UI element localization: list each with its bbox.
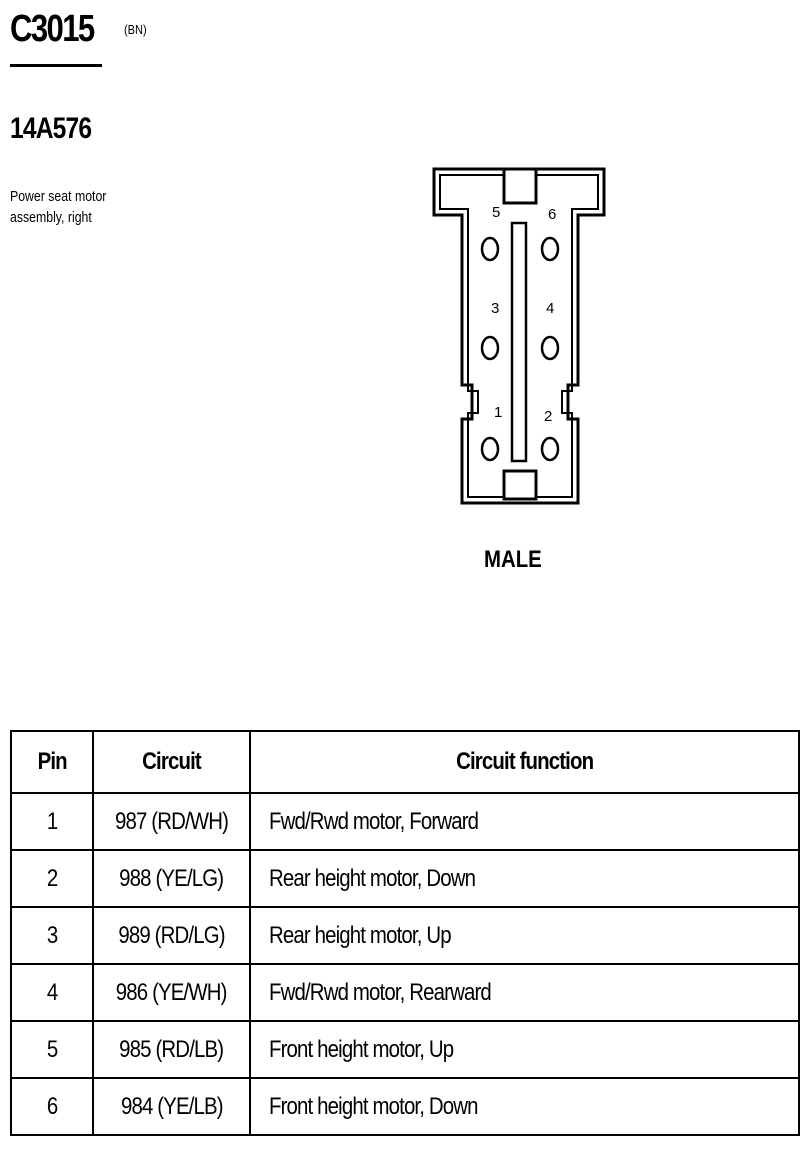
row-function: Front height motor, Up	[249, 1020, 800, 1079]
pin-label-6: 6	[548, 206, 556, 223]
row-function: Rear height motor, Down	[249, 849, 800, 908]
pin-label-1: 1	[494, 404, 502, 421]
title-underline	[10, 64, 102, 67]
row-pin: 5	[10, 1020, 94, 1079]
pin-label-3: 3	[491, 300, 499, 317]
connector-face-diagram: 5 6 3 4 1 2	[432, 167, 606, 505]
row-circuit: 989 (RD/LG)	[92, 906, 251, 965]
table-header-row: Pin Circuit Circuit function	[10, 730, 800, 794]
row-circuit: 988 (YE/LG)	[92, 849, 251, 908]
row-circuit: 985 (RD/LB)	[92, 1020, 251, 1079]
pin-2-socket	[540, 436, 560, 462]
table-row: 1 987 (RD/WH) Fwd/Rwd motor, Forward	[10, 792, 800, 851]
row-pin: 3	[10, 906, 94, 965]
connector-outer-shell	[432, 167, 606, 505]
connector-gender-label: MALE	[484, 546, 542, 573]
pin-label-4: 4	[546, 300, 554, 317]
header-circuit: Circuit	[92, 730, 251, 794]
row-pin: 2	[10, 849, 94, 908]
row-circuit: 987 (RD/WH)	[92, 792, 251, 851]
row-circuit: 984 (YE/LB)	[92, 1077, 251, 1136]
pin-1-socket	[480, 436, 500, 462]
row-function: Fwd/Rwd motor, Forward	[249, 792, 800, 851]
row-pin: 6	[10, 1077, 94, 1136]
row-function: Front height motor, Down	[249, 1077, 800, 1136]
row-pin: 1	[10, 792, 94, 851]
pin-4-socket	[540, 335, 560, 361]
bottom-latch-key	[502, 469, 538, 501]
table-row: 5 985 (RD/LB) Front height motor, Up	[10, 1020, 800, 1079]
table-row: 6 984 (YE/LB) Front height motor, Down	[10, 1077, 800, 1136]
row-pin: 4	[10, 963, 94, 1022]
top-latch-key	[502, 167, 538, 205]
pin-5-socket	[480, 236, 500, 262]
pin-label-2: 2	[544, 408, 552, 425]
row-function: Fwd/Rwd motor, Rearward	[249, 963, 800, 1022]
connector-inner-shell	[439, 174, 599, 498]
pin-circuit-table: Pin Circuit Circuit function 1 987 (RD/W…	[10, 730, 800, 1136]
table-row: 4 986 (YE/WH) Fwd/Rwd motor, Rearward	[10, 963, 800, 1022]
header-circuit-function: Circuit function	[249, 730, 800, 794]
pin-6-socket	[540, 236, 560, 262]
connector-color-code: (BN)	[124, 22, 147, 37]
center-divider	[510, 221, 528, 463]
table-row: 3 989 (RD/LG) Rear height motor, Up	[10, 906, 800, 965]
row-function: Rear height motor, Up	[249, 906, 800, 965]
component-description: Power seat motor assembly, right	[10, 188, 107, 226]
pin-label-5: 5	[492, 204, 500, 221]
connector-id: C3015	[10, 8, 95, 50]
header-pin: Pin	[10, 730, 94, 794]
part-number: 14A576	[10, 112, 92, 145]
table-row: 2 988 (YE/LG) Rear height motor, Down	[10, 849, 800, 908]
pin-3-socket	[480, 335, 500, 361]
row-circuit: 986 (YE/WH)	[92, 963, 251, 1022]
